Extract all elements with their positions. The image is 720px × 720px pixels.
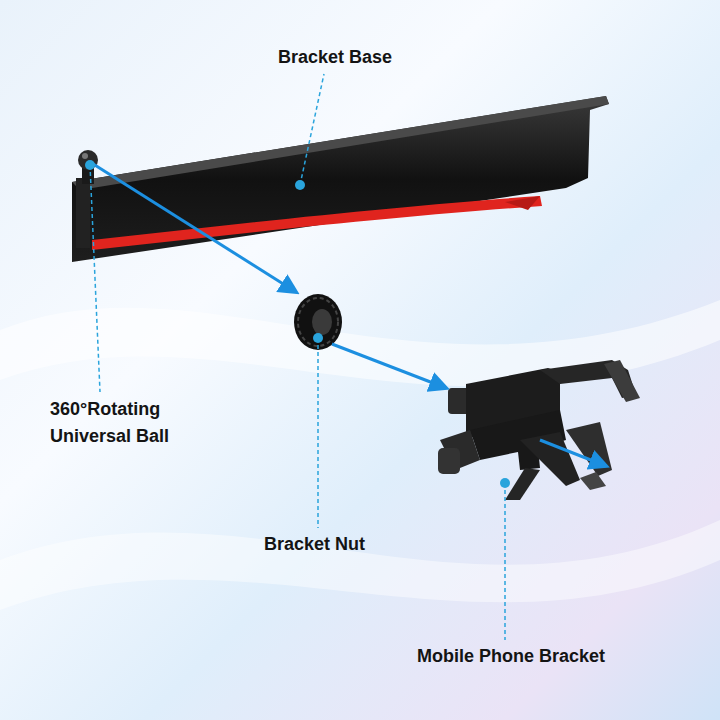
bracket-base — [72, 96, 609, 262]
mobile-phone-bracket — [438, 360, 640, 500]
universal-ball — [78, 150, 98, 184]
assembly-arrow — [90, 162, 606, 466]
part-label: 360°Rotating Universal Ball — [50, 396, 200, 450]
bracket-nut — [294, 294, 342, 350]
part-label: Bracket Nut — [264, 531, 365, 558]
background-wave — [0, 520, 720, 610]
part-label: Bracket Base — [278, 44, 392, 71]
leader-line — [90, 74, 505, 640]
part-label: Mobile Phone Bracket — [417, 643, 605, 670]
